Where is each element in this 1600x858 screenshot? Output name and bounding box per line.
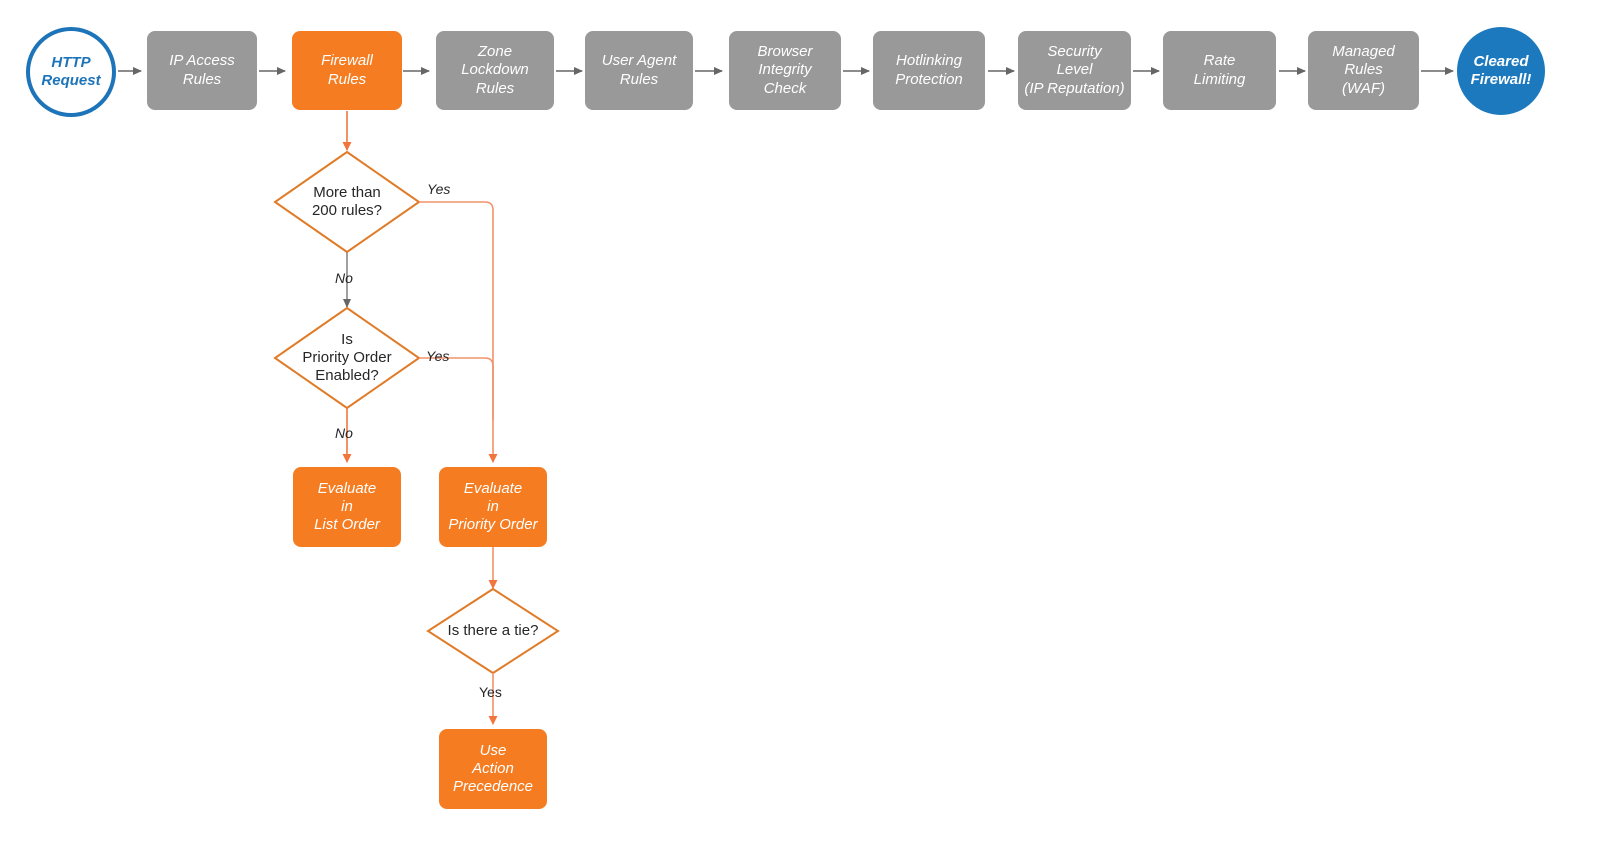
edge-label-yes-priority-order: Yes <box>426 348 450 364</box>
decision-is-priority-order-enabled[interactable]: Is Priority Order Enabled? <box>302 330 392 385</box>
node-use-action-precedence[interactable]: Use Action Precedence <box>439 729 547 809</box>
node-rate-limiting[interactable]: Rate Limiting <box>1163 31 1276 110</box>
node-browser-integrity-check[interactable]: Browser Integrity Check <box>729 31 841 110</box>
node-evaluate-in-priority-order[interactable]: Evaluate in Priority Order <box>439 467 547 547</box>
node-hotlinking-protection[interactable]: Hotlinking Protection <box>873 31 985 110</box>
node-managed-rules-waf[interactable]: Managed Rules (WAF) <box>1308 31 1419 110</box>
node-user-agent-rules[interactable]: User Agent Rules <box>585 31 693 110</box>
edge-label-no-priority-order: No <box>335 425 353 441</box>
decision-is-there-a-tie[interactable]: Is there a tie? <box>447 621 539 639</box>
edge-label-no-more-than-200: No <box>335 270 353 286</box>
decision-more-than-200-rules[interactable]: More than 200 rules? <box>311 183 383 219</box>
node-zone-lockdown-rules[interactable]: Zone Lockdown Rules <box>436 31 554 110</box>
node-ip-access-rules[interactable]: IP Access Rules <box>147 31 257 110</box>
node-evaluate-in-list-order[interactable]: Evaluate in List Order <box>293 467 401 547</box>
edge-label-yes-more-than-200: Yes <box>427 181 451 197</box>
edge-yes-200-rules <box>419 201 498 463</box>
node-cleared-firewall[interactable]: Cleared Firewall! <box>1457 27 1545 115</box>
node-http-request[interactable]: HTTP Request <box>26 27 116 117</box>
node-firewall-rules[interactable]: Firewall Rules <box>292 31 402 110</box>
node-security-level[interactable]: Security Level (IP Reputation) <box>1018 31 1131 110</box>
edge-label-yes-is-there-a-tie: Yes <box>479 684 502 700</box>
edge-yes-priority-order <box>419 357 494 420</box>
